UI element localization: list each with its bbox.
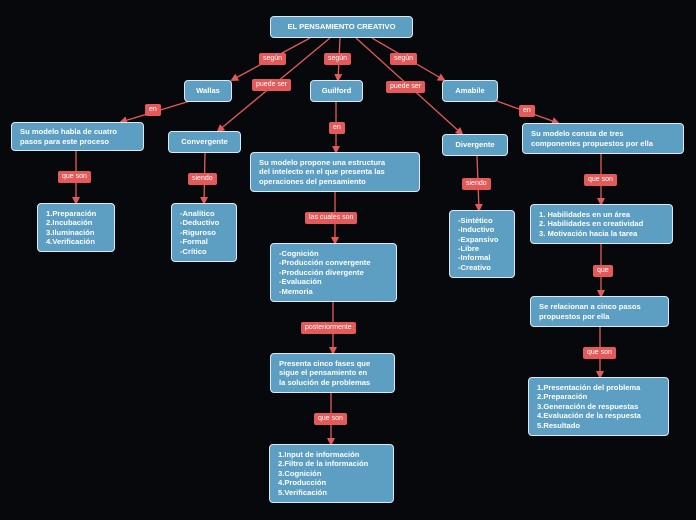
- node-wallas-model[interactable]: Su modelo habla de cuatro pasos para est…: [11, 122, 144, 151]
- node-guilford-model[interactable]: Su modelo propone una estructura del int…: [250, 152, 420, 192]
- node-convergente-traits[interactable]: -Analítico -Deductivo -Riguroso -Formal …: [171, 203, 237, 262]
- label-que: que: [593, 265, 613, 277]
- node-phase-steps[interactable]: 1.Input de información 2.Filtro de la in…: [269, 444, 394, 503]
- label-las-cuales-son: las cuales son: [305, 212, 358, 224]
- label-posteriormente: posteriormente: [301, 322, 356, 334]
- node-amabile-steps[interactable]: 1.Presentación del problema 2.Preparació…: [528, 377, 669, 436]
- label-que-son-phases: que son: [314, 413, 347, 425]
- node-divergente[interactable]: Divergente: [442, 134, 508, 156]
- node-divergente-traits[interactable]: -Sintético -Inductivo -Expansivo -Libre …: [449, 210, 515, 278]
- label-segun-wallas: según: [259, 53, 287, 65]
- label-puede-ser-convergente: puede ser: [252, 79, 292, 91]
- node-five-phases[interactable]: Presenta cinco fases que sigue el pensam…: [270, 353, 395, 393]
- node-amabile[interactable]: Amabile: [442, 80, 498, 102]
- label-siendo-convergente: siendo: [188, 173, 217, 185]
- label-que-son-amabile: que son: [584, 174, 617, 186]
- node-wallas-steps[interactable]: 1.Preparación 2.Incubación 3.Iluminación…: [37, 203, 115, 252]
- label-en-guilford: en: [329, 122, 345, 134]
- node-operations[interactable]: -Cognición -Producción convergente -Prod…: [270, 243, 397, 302]
- label-segun-guilford: según: [324, 53, 352, 65]
- label-que-son-wallas: que son: [58, 171, 91, 183]
- label-que-son-relation: que son: [583, 347, 616, 359]
- label-en-wallas: en: [145, 104, 161, 116]
- node-components[interactable]: 1. Habilidades en un área 2. Habilidades…: [530, 204, 673, 244]
- label-en-amabile: en: [519, 105, 535, 117]
- node-root[interactable]: EL PENSAMIENTO CREATIVO: [270, 16, 413, 38]
- label-siendo-divergente: siendo: [462, 178, 491, 190]
- label-segun-amabile: según: [390, 53, 418, 65]
- node-convergente[interactable]: Convergente: [168, 131, 241, 153]
- label-puede-ser-divergente: puede ser: [386, 81, 426, 93]
- node-relation[interactable]: Se relacionan a cinco pasos propuestos p…: [530, 296, 669, 327]
- node-wallas[interactable]: Wallas: [184, 80, 232, 102]
- node-guilford[interactable]: Guilford: [310, 80, 363, 102]
- node-amabile-model[interactable]: Su modelo consta de tres componentes pro…: [522, 123, 684, 154]
